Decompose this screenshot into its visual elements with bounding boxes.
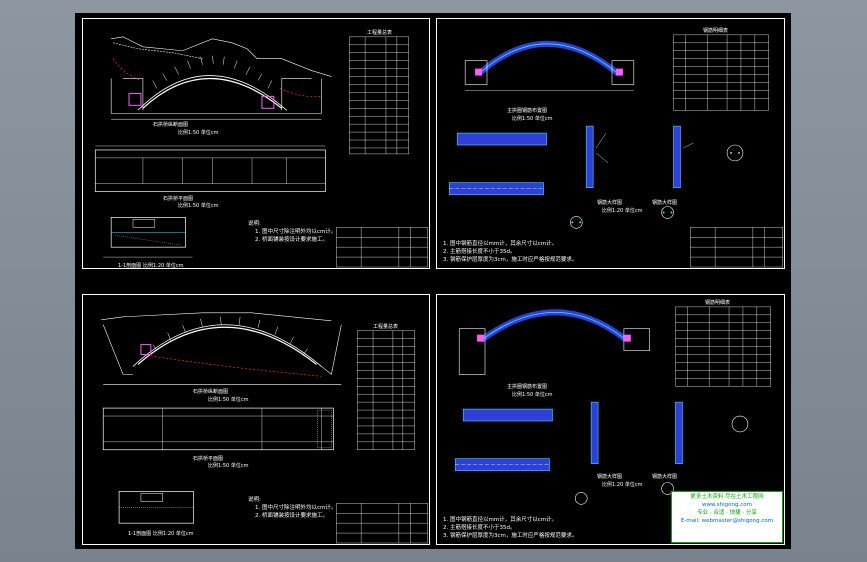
notes-title-2: 说明: <box>248 497 261 503</box>
sheet-bottom-left: 石拱桥纵断面图 比例1:50 单位cm 石拱桥平面图 比例1:50 单位cm 1… <box>82 294 430 545</box>
drawing-canvas[interactable]: 石拱桥纵断面图 比例1:50 单位cm 石拱桥平面图 比例1:50 单位cm 1… <box>75 13 791 549</box>
main-view-label-2: 石拱桥纵断面图 <box>193 389 229 395</box>
rebar-note-2-3: 3. 钢筋保护层厚度为3cm，施工时应严格按规范要求。 <box>443 533 578 539</box>
rebar-note-2-2: 2. 主筋搭接长度不小于35d。 <box>443 525 516 531</box>
sheet-bottom-right: 主拱圈钢筋布置图 比例1:50 单位cm 钢筋明细表 钢筋大样图 钢筋大样图 比… <box>436 294 785 545</box>
bridge-elevation-drawing-2 <box>101 312 428 544</box>
detail-scale: 比例1:20 单位cm <box>602 208 643 214</box>
detail-label-2-2: 钢筋大样图 <box>652 474 678 480</box>
arch-rebar-scale-2: 比例1:50 单位cm <box>512 392 553 398</box>
plan-label: 石拱桥平面图 <box>163 196 194 202</box>
main-view-scale: 比例1:50 单位cm <box>178 130 219 136</box>
rebar-table-title: 钢筋明细表 <box>703 28 729 34</box>
rebar-note-3: 3. 钢筋保护层厚度为3cm，施工时应严格按规范要求。 <box>443 257 578 263</box>
arch-rebar-label-2: 主拱圈钢筋布置图 <box>507 384 548 390</box>
watermark-stamp: 更多土木资料 尽在土木工程网 www.shigong.com 专业 · 合适 ·… <box>671 491 783 543</box>
detail-scale-2: 比例1:20 单位cm <box>602 482 643 488</box>
note-1: 1. 图中尺寸除注明外均以cm计。 <box>255 229 337 235</box>
rebar-table-title-2: 钢筋明细表 <box>705 300 731 306</box>
rebar-note-2-1: 1. 图中钢筋直径以mm计，其余尺寸以cm计。 <box>443 517 558 523</box>
section-scale-2: 比例1:20 单位cm <box>153 531 194 537</box>
bridge-elevation-drawing <box>94 36 428 268</box>
arch-rebar-label: 主拱圈钢筋布置图 <box>507 108 548 114</box>
sheet-top-right: 主拱圈钢筋布置图 比例1:50 单位cm 钢筋明细表 钢筋大样图 钢筋大样图 比… <box>436 18 785 269</box>
stamp-line-1: 更多土木资料 尽在土木工程网 <box>690 494 764 500</box>
sheet-top-left: 石拱桥纵断面图 比例1:50 单位cm 石拱桥平面图 比例1:50 单位cm 1… <box>82 18 430 269</box>
quantity-table-title: 工程量总表 <box>367 30 393 36</box>
plan-scale: 比例1:50 单位cm <box>178 203 219 209</box>
stamp-line-4: E-mail: webmaster@shigong.com <box>680 518 774 524</box>
stamp-line-3: 专业 · 合适 · 快捷 · 分享 <box>697 510 757 516</box>
main-view-scale-2: 比例1:50 单位cm <box>208 397 249 403</box>
main-view-label: 石拱桥纵断面图 <box>153 122 189 128</box>
note-2-1: 1. 图中尺寸除注明外均以cm计。 <box>255 505 337 511</box>
note-2-2: 2. 桥面铺装按设计要求施工。 <box>255 513 328 519</box>
section-label: 1-1剖面图 <box>118 263 142 269</box>
note-2: 2. 桥面铺装按设计要求施工。 <box>255 237 328 243</box>
arch-rebar-scale: 比例1:50 单位cm <box>512 116 553 122</box>
rebar-note-1: 1. 图中钢筋直径以mm计，其余尺寸以cm计。 <box>443 241 558 247</box>
section-label-2: 1-1剖面图 <box>128 531 152 537</box>
quantity-table-title-2: 工程量总表 <box>373 324 399 330</box>
plan-label-2: 石拱桥平面图 <box>193 456 224 462</box>
plan-scale-2: 比例1:50 单位cm <box>208 463 249 469</box>
stamp-line-2: www.shigong.com <box>702 502 752 508</box>
rebar-drawing <box>448 34 783 268</box>
section-scale: 比例1:20 单位cm <box>143 263 184 269</box>
rebar-drawing-2 <box>454 306 771 505</box>
detail-label-2-1: 钢筋大样图 <box>597 474 623 480</box>
notes-title: 说明: <box>248 221 261 227</box>
rebar-note-2: 2. 主筋搭接长度不小于35d。 <box>443 249 516 255</box>
detail-label-2: 钢筋大样图 <box>652 200 678 206</box>
detail-label-1: 钢筋大样图 <box>597 200 623 206</box>
